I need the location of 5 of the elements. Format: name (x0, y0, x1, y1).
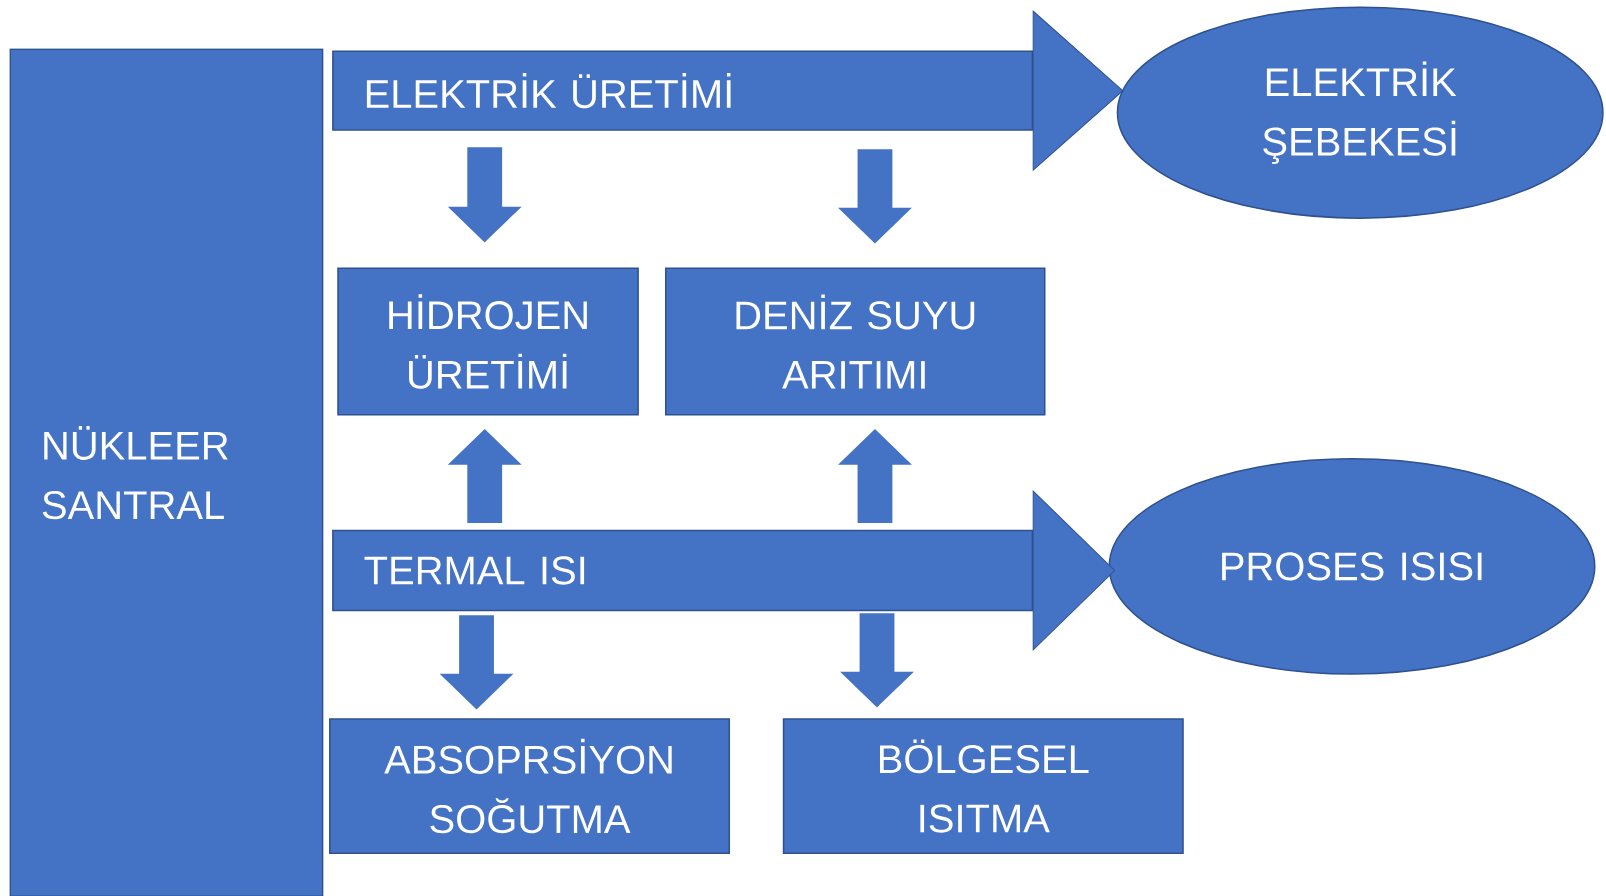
process-box: ABSOPRSİYON SOĞUTMA (329, 718, 731, 854)
process-box: HİDROJEN ÜRETİMİ (337, 267, 639, 416)
process-box: DENİZ SUYU ARITIMI (665, 267, 1046, 416)
process-box: NÜKLEER SANTRAL (9, 48, 324, 896)
process-box: BÖLGESEL ISITMA (782, 718, 1184, 854)
